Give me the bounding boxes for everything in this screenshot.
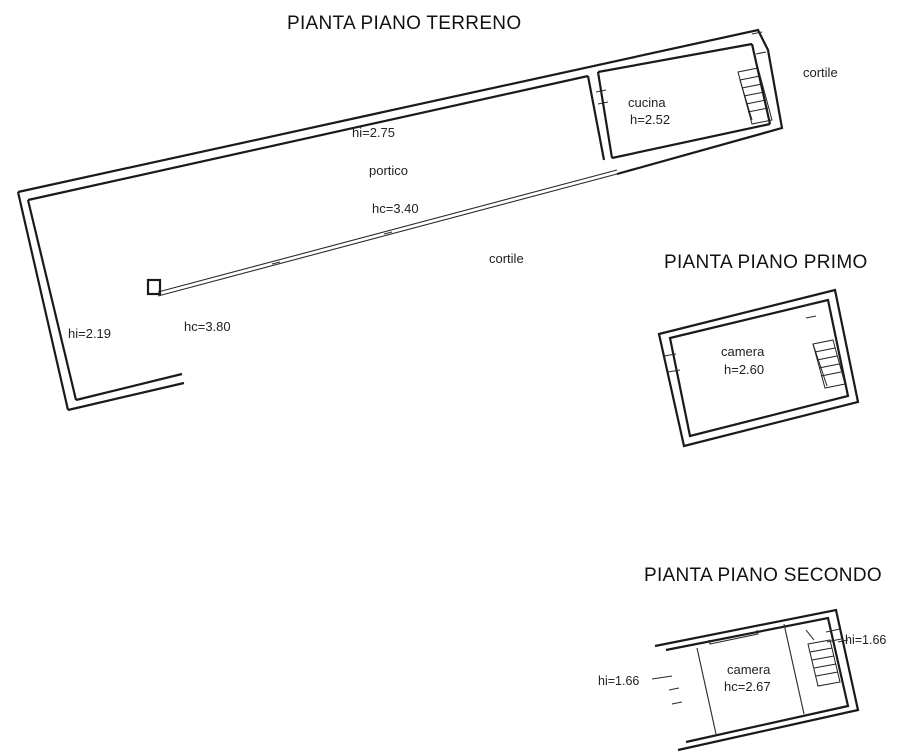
kitchen-height: h=2.52 [630,112,670,127]
second-floor-title: PIANTA PIANO SECONDO [644,565,882,586]
ground-floor-plan: PIANTA PIANO TERRENO [16,13,838,412]
first-floor-title: PIANTA PIANO PRIMO [664,252,868,273]
portico-label: portico [369,163,408,178]
first-floor-room: camera h=2.60 [657,288,860,448]
second-floor-plan: PIANTA PIANO SECONDO camera hc=2.67 hi=1… [598,565,886,752]
pillar [146,278,162,296]
portico-hi-label: hi=2.75 [352,125,395,140]
ground-floor-stair [737,67,773,125]
second-floor-room: camera hc=2.67 [651,608,860,752]
second-floor-room-height: hc=2.67 [724,679,771,694]
ground-floor-title: PIANTA PIANO TERRENO [287,13,521,34]
second-floor-hi-left: hi=1.66 [598,674,639,688]
portico-outline [16,28,784,412]
left-wall-hi-label: hi=2.19 [68,326,111,341]
second-floor-room-name: camera [727,662,771,677]
pillar-hc-label: hc=3.80 [184,319,231,334]
portico-hc-label: hc=3.40 [372,201,419,216]
kitchen-room: cucina h=2.52 [586,31,773,161]
first-floor-room-height: h=2.60 [724,362,764,377]
first-floor-room-name: camera [721,344,765,359]
courtyard-label-top: cortile [803,65,838,80]
kitchen-label: cucina [628,95,666,110]
courtyard-label-mid: cortile [489,251,524,266]
first-floor-plan: PIANTA PIANO PRIMO camera h=2.60 [657,252,868,448]
second-floor-hi-right: hi=1.66 [845,633,886,647]
first-floor-stair [812,339,846,389]
second-floor-stair [805,629,841,687]
